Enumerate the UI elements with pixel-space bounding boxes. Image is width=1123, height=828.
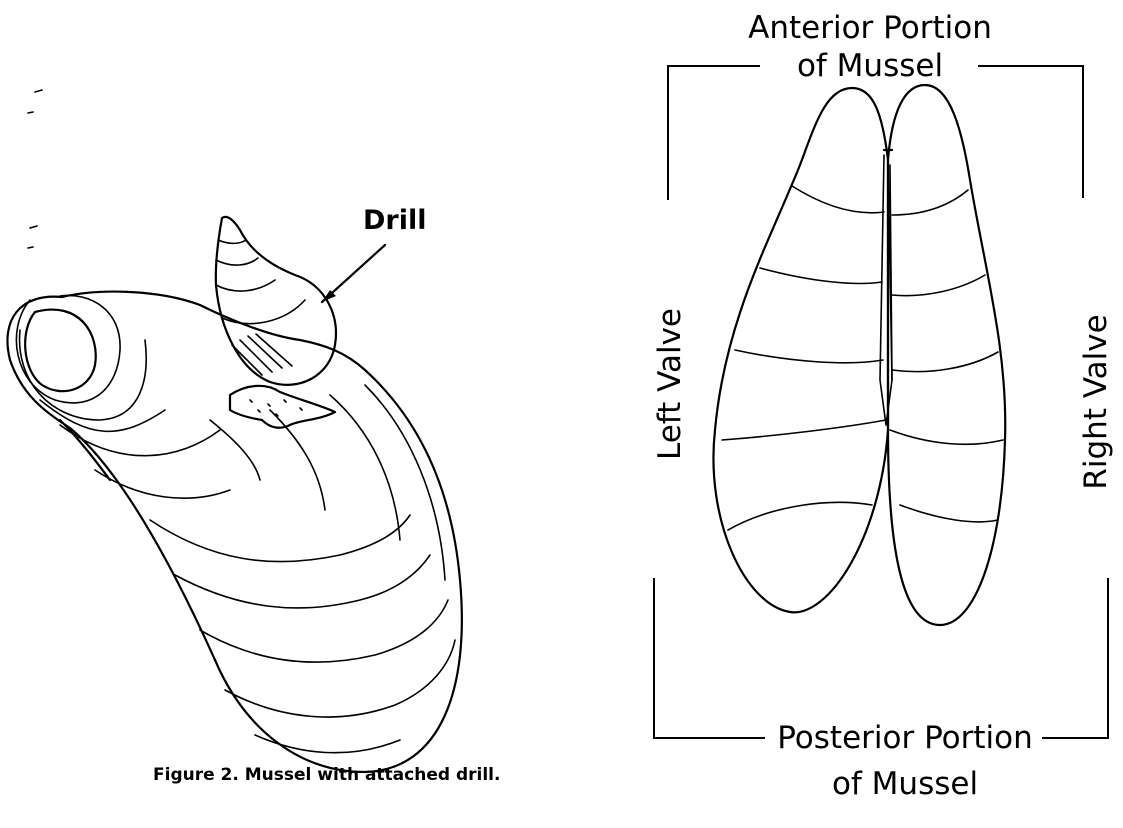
drill-label: Drill [363,205,427,236]
mussel-with-drill-illustration: Drill Figure 2. Mussel with attached dri… [7,90,500,785]
left-valve-label: Left Valve [652,308,688,460]
right-valve-label: Right Valve [1078,314,1114,489]
growth-ring [40,400,165,431]
growth-ring [175,555,430,608]
snail-whorl [216,280,275,291]
right-valve-ring [892,275,985,296]
left-valve-ring [722,420,886,440]
scan-marks [28,90,42,248]
left-valve-ring [760,268,882,283]
drill-snail [216,217,336,428]
growth-ring [200,600,448,662]
growth-ring [255,735,400,753]
right-valve-ring [892,352,998,372]
anterior-bracket [668,66,1083,200]
right-valve-ring [892,190,968,215]
mussel-orientation-diagram: Anterior Portion of Mussel Left Valve Ri… [652,10,1114,802]
growth-ring [270,410,325,510]
shell-ridge [60,420,110,480]
anterior-label-line2: of Mussel [797,48,943,84]
posterior-label-line1: Posterior Portion [777,720,1033,756]
growth-ring [20,330,147,420]
snail-shell [216,217,336,385]
anterior-label-line1: Anterior Portion [748,10,992,46]
growth-ring [210,420,260,480]
mussel-umbo [25,310,96,392]
left-valve-ring [792,186,884,213]
left-valve-ring [735,350,883,363]
posterior-label-line2: of Mussel [832,766,978,802]
snail-whorl [218,240,246,243]
snail-foot-stipple [250,400,302,416]
right-valve-ring [900,505,998,522]
snail-hatching [232,334,292,375]
growth-ring [60,425,220,456]
left-valve-outline [713,88,888,612]
snail-whorl [216,258,258,265]
growth-ring [150,515,410,562]
growth-ring [330,395,400,540]
right-valve-ring [890,430,1003,444]
growth-ring [95,470,230,498]
figure-caption: Figure 2. Mussel with attached drill. [153,765,500,785]
posterior-bracket [654,578,1108,738]
growth-ring [225,640,455,717]
left-valve-ring [728,502,872,530]
snail-foot [230,386,335,428]
right-valve-outline [888,85,1005,625]
hinge-line [890,165,892,380]
